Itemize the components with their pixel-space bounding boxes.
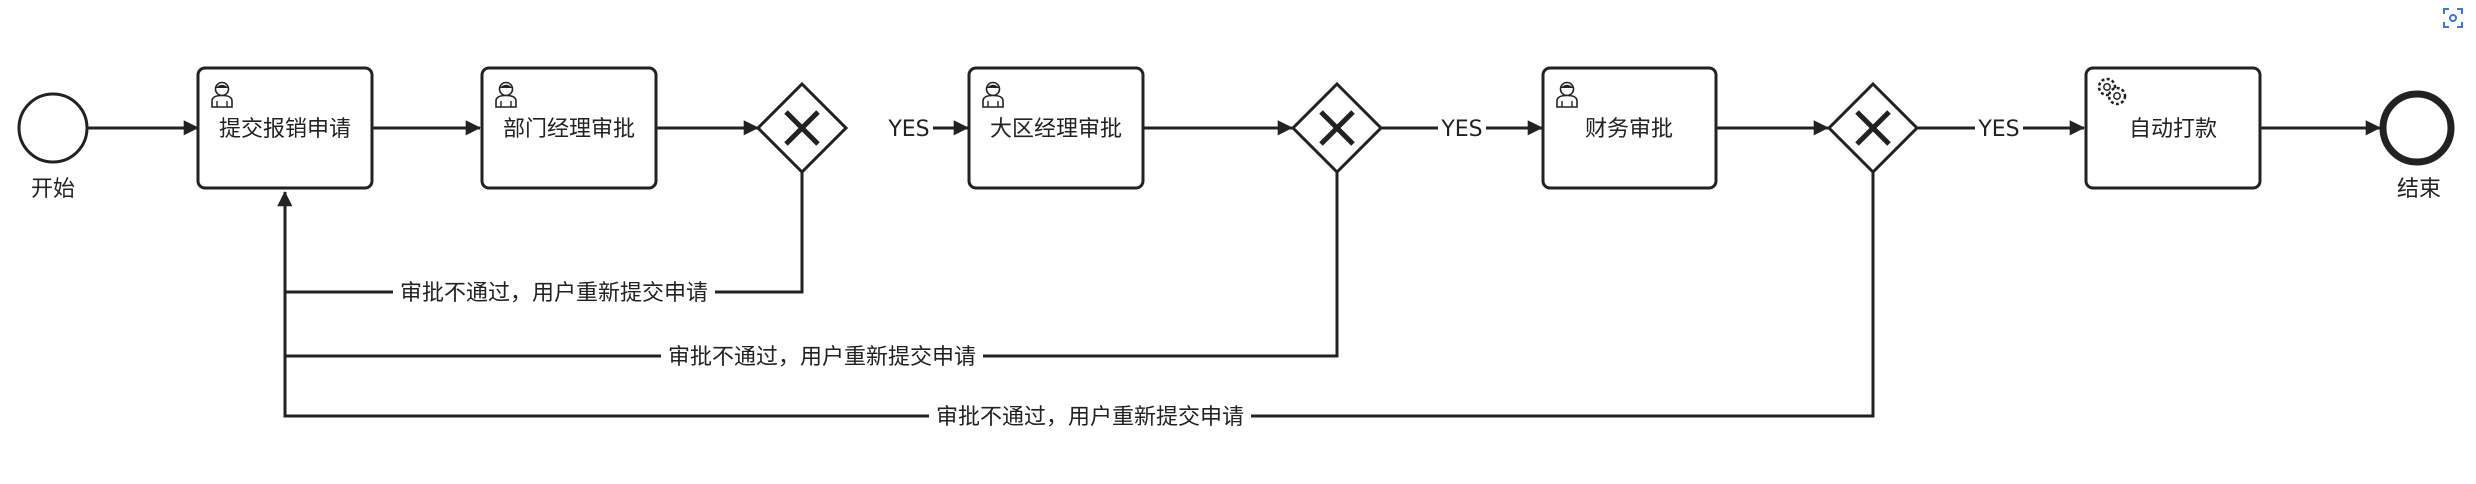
user-icon xyxy=(495,81,517,108)
edge-label-yes-3: YES xyxy=(1977,117,2019,142)
edge-label-reject-2: 审批不通过，用户重新提交申请 xyxy=(668,345,976,370)
start-event[interactable] xyxy=(17,92,89,164)
user-icon xyxy=(211,81,233,108)
end-event-label: 结束 xyxy=(2397,177,2441,202)
exclusive-gateway-1[interactable] xyxy=(755,81,849,175)
edge-label-reject-3: 审批不通过，用户重新提交申请 xyxy=(936,405,1244,430)
end-event[interactable] xyxy=(2379,90,2455,166)
task-dept-manager-approval-label: 部门经理审批 xyxy=(503,117,635,142)
gear-icon xyxy=(2097,77,2127,106)
exclusive-gateway-2[interactable] xyxy=(1290,81,1384,175)
task-dept-manager-approval[interactable]: 部门经理审批 xyxy=(480,66,658,190)
task-region-manager-approval[interactable]: 大区经理审批 xyxy=(967,66,1145,190)
task-submit-expense-label: 提交报销申请 xyxy=(219,117,351,142)
exclusive-gateway-3[interactable] xyxy=(1826,81,1920,175)
start-event-label: 开始 xyxy=(31,177,75,202)
user-icon xyxy=(1556,81,1578,108)
task-auto-payment[interactable]: 自动打款 xyxy=(2084,66,2262,190)
flow-reject-gateway2[interactable] xyxy=(285,172,1339,358)
edge-label-yes-2: YES xyxy=(1440,117,1482,142)
fit-view-icon[interactable] xyxy=(2441,6,2465,30)
task-region-manager-approval-label: 大区经理审批 xyxy=(990,117,1122,142)
task-submit-expense[interactable]: 提交报销申请 xyxy=(196,66,374,190)
task-finance-approval[interactable]: 财务审批 xyxy=(1541,66,1718,190)
user-icon xyxy=(982,81,1004,108)
edge-label-yes-1: YES xyxy=(887,117,929,142)
flow-reject-gateway1[interactable] xyxy=(285,172,804,294)
task-finance-approval-label: 财务审批 xyxy=(1585,117,1673,142)
task-auto-payment-label: 自动打款 xyxy=(2129,117,2217,142)
edge-label-reject-1: 审批不通过，用户重新提交申请 xyxy=(400,281,708,306)
